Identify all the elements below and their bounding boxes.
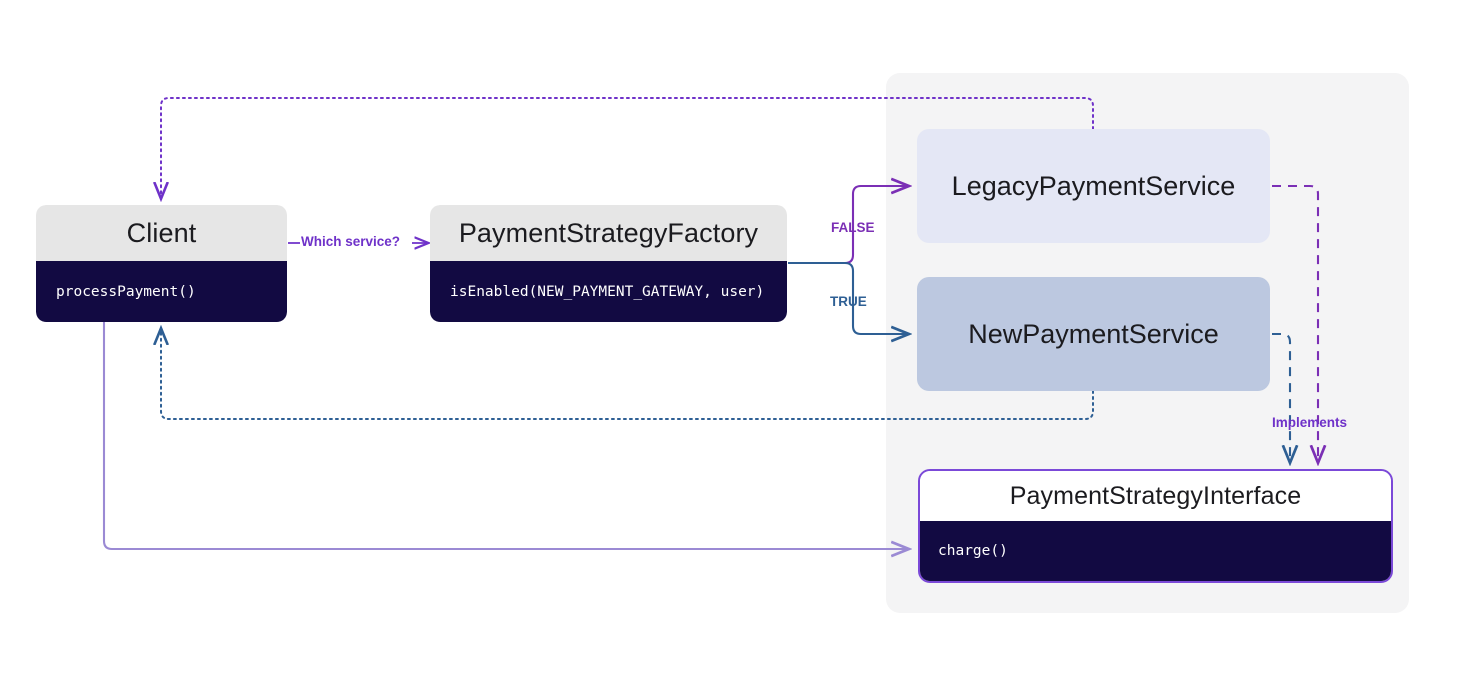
- edge-label-false: FALSE: [831, 220, 875, 235]
- node-legacy-payment-service-label: LegacyPaymentService: [951, 170, 1236, 201]
- node-new-payment-service-label: NewPaymentService: [968, 318, 1219, 349]
- edge-client-to-interface-charge: [102, 322, 908, 549]
- node-payment-strategy-factory[interactable]: PaymentStrategyFactory isEnabled(NEW_PAY…: [430, 205, 787, 322]
- node-factory-title: PaymentStrategyFactory: [430, 205, 787, 261]
- node-interface-title: PaymentStrategyInterface: [920, 471, 1391, 521]
- node-client-title: Client: [36, 205, 287, 261]
- edge-label-implements: Implements: [1272, 415, 1348, 430]
- node-new-payment-service[interactable]: NewPaymentService: [917, 277, 1270, 391]
- node-payment-strategy-interface[interactable]: PaymentStrategyInterface charge(): [918, 469, 1393, 583]
- node-client[interactable]: Client processPayment(): [36, 205, 287, 322]
- node-legacy-payment-service[interactable]: LegacyPaymentService: [917, 129, 1270, 243]
- node-factory-method: isEnabled(NEW_PAYMENT_GATEWAY, user): [430, 261, 787, 322]
- edge-label-which-service: Which service?: [301, 234, 401, 249]
- node-interface-method: charge(): [920, 521, 1391, 581]
- edge-label-true: TRUE: [830, 294, 867, 309]
- node-client-method: processPayment(): [36, 261, 287, 322]
